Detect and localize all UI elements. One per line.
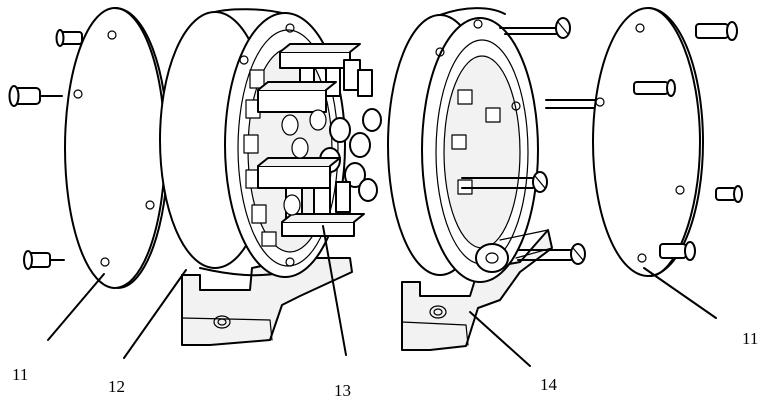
leader-line-14	[470, 312, 530, 366]
label-cover-right: 11	[742, 329, 758, 348]
right-cover-plate	[593, 8, 703, 276]
leader-line-12	[124, 270, 186, 358]
leader-line-13	[323, 226, 346, 355]
leader-line-11-left	[48, 274, 104, 340]
label-housing-left: 12	[108, 377, 125, 396]
leader-line-11-right	[644, 268, 716, 318]
right-housing	[388, 8, 552, 350]
label-center-assembly: 13	[334, 381, 351, 400]
label-cover-left: 11	[12, 365, 28, 384]
left-cover-plate	[65, 8, 168, 288]
label-housing-right: 14	[540, 375, 558, 394]
part-labels: 11 12 13 14 11	[12, 329, 758, 400]
